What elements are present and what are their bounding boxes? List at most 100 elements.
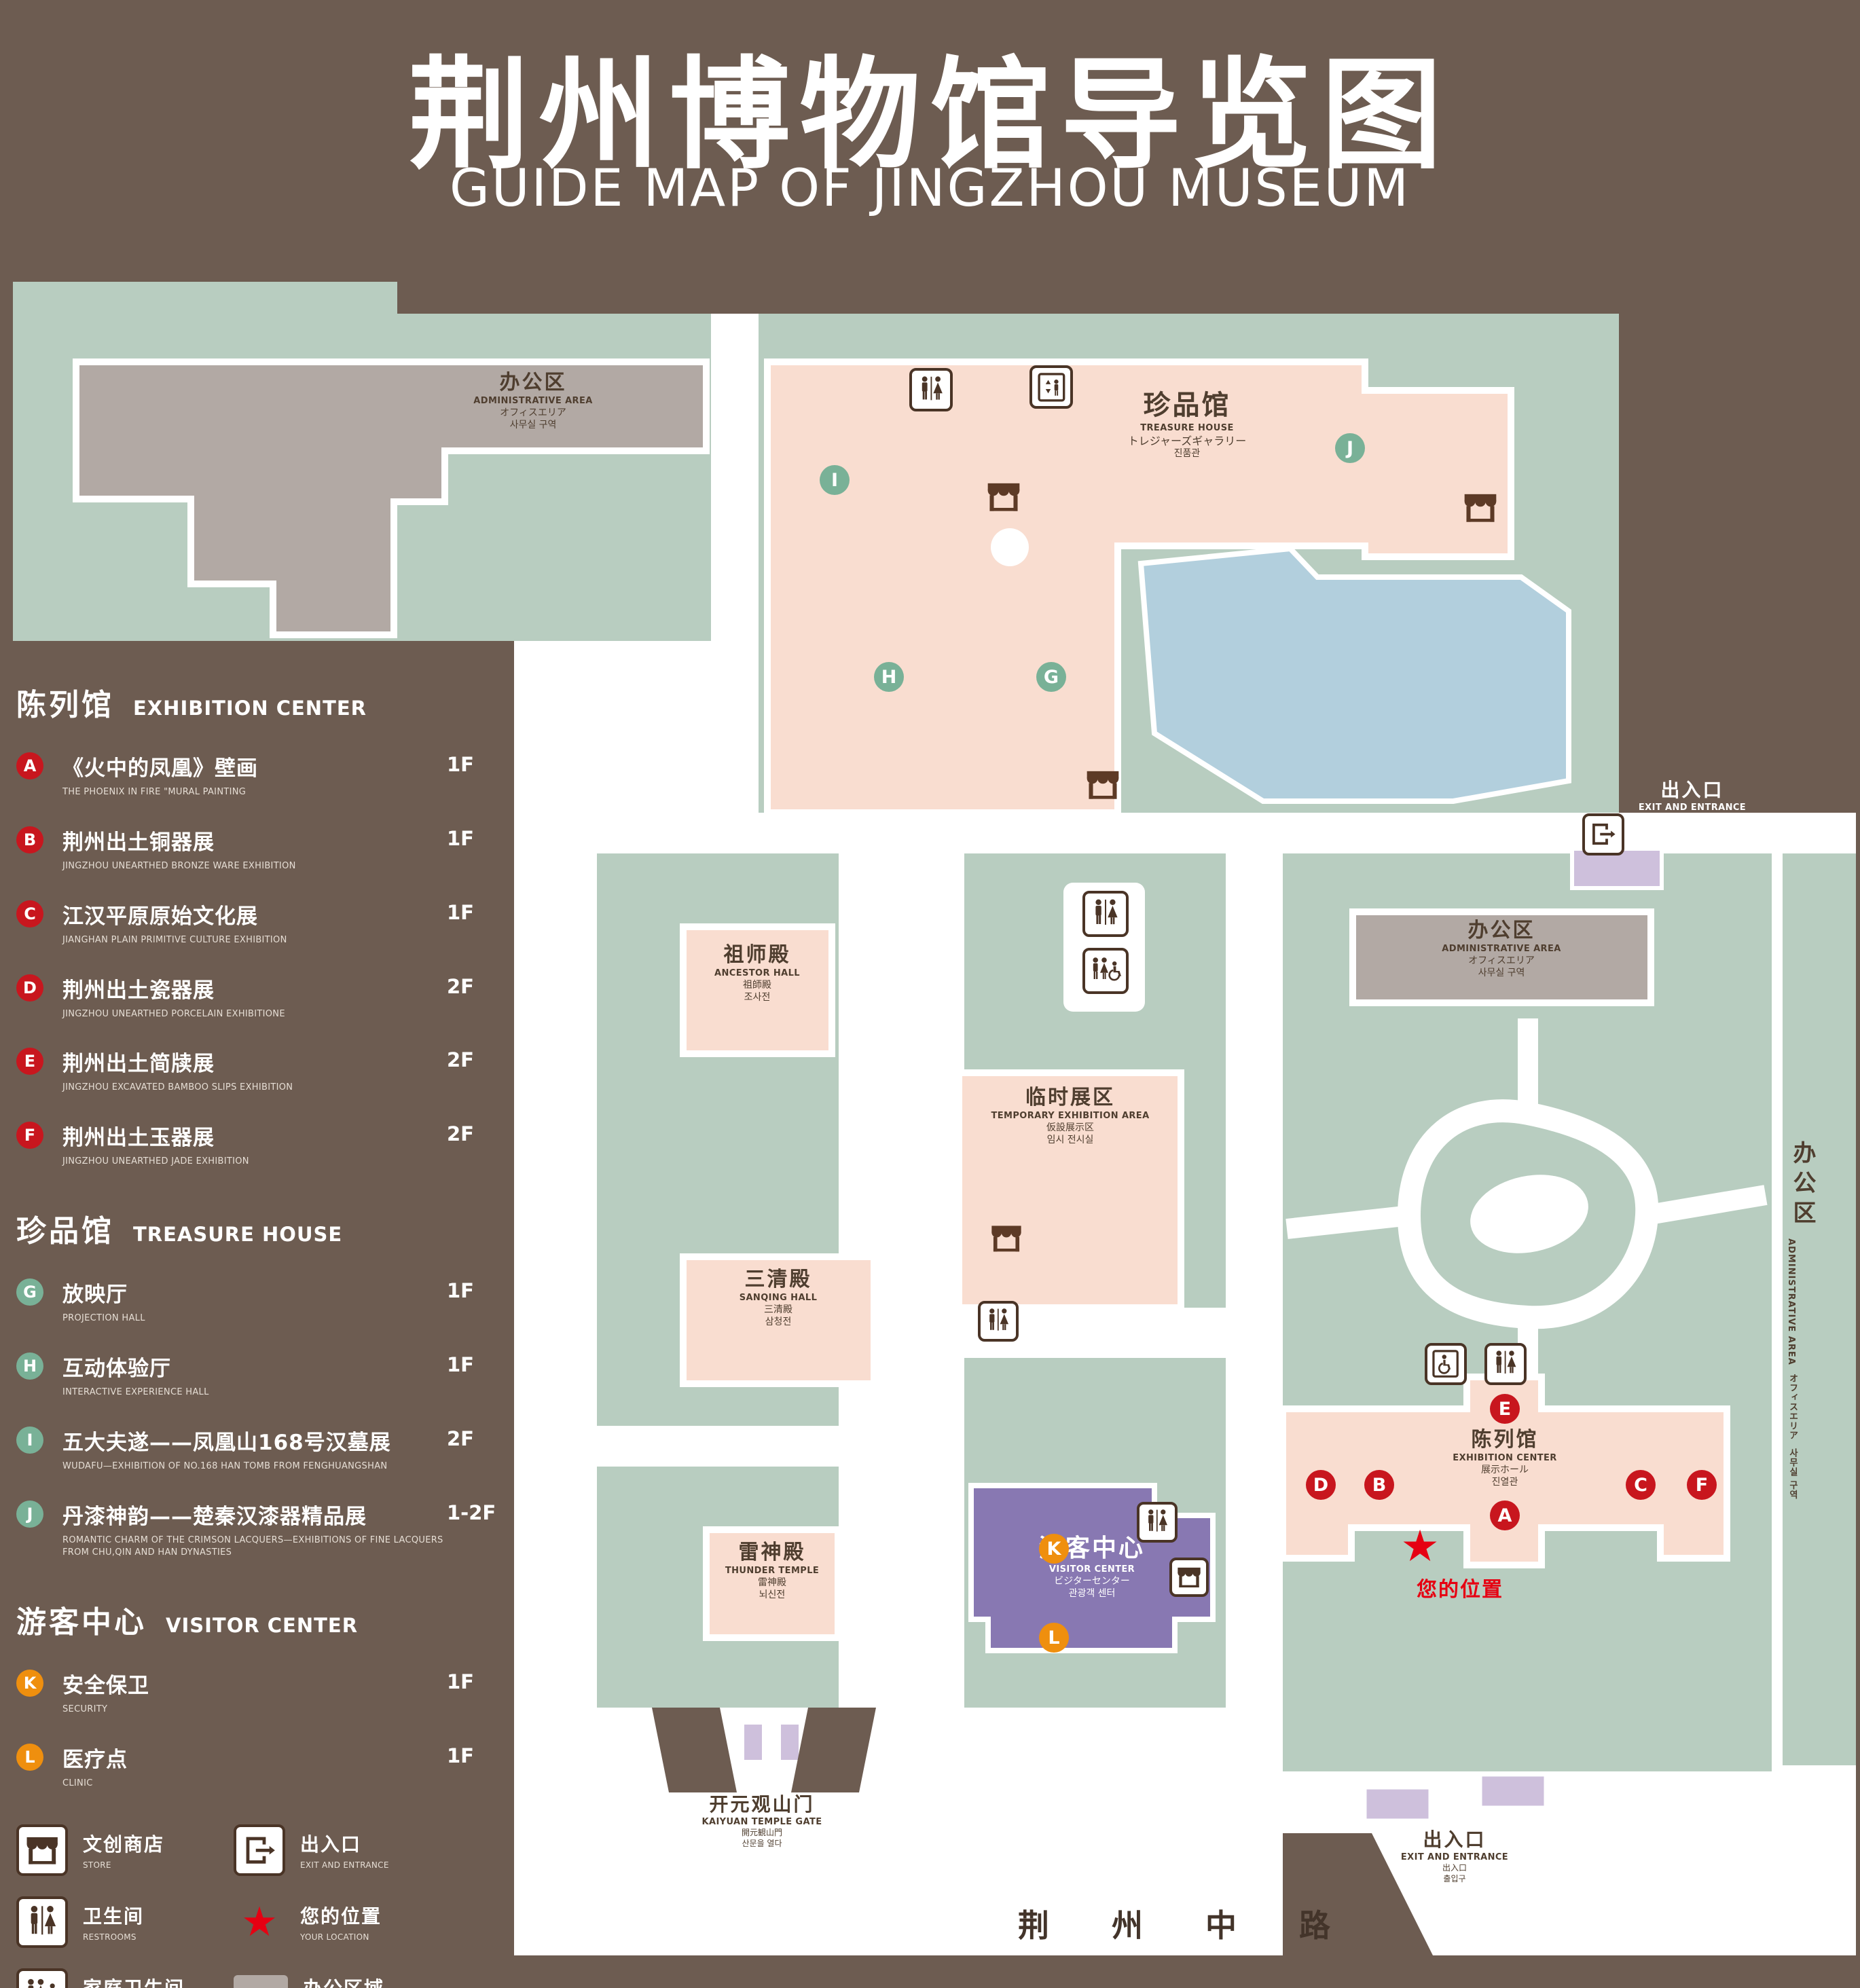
page-title: 荆州博物馆导览图 bbox=[408, 45, 1452, 185]
accessible-elevator-icon bbox=[1425, 1343, 1467, 1385]
marker-badge-h: H bbox=[16, 1352, 43, 1380]
family-restroom-icon bbox=[1082, 948, 1129, 994]
marker-f: F bbox=[1687, 1470, 1717, 1500]
marker-badge-b: B bbox=[16, 826, 43, 853]
marker-d: D bbox=[1306, 1470, 1336, 1500]
marker-badge-l: L bbox=[16, 1744, 43, 1771]
garden-path-east bbox=[1643, 1185, 1768, 1226]
restroom-icon bbox=[909, 368, 953, 411]
label-treasure-house: 珍品馆 TREASURE HOUSE トレジャーズギャラリー 진품관 bbox=[1127, 390, 1247, 460]
path-cross-west bbox=[514, 1426, 964, 1467]
gate-pillar-right bbox=[781, 1725, 799, 1760]
label-admin-strip: 办公区 ADMINISTRATIVE AREA オフィスエリア 사무실 구역 bbox=[1786, 1141, 1816, 1500]
marker-badge-k: K bbox=[16, 1670, 43, 1697]
treasure-courtyard-circle bbox=[991, 528, 1029, 566]
section-header-exhibition: 陈列馆 EXHIBITION CENTER bbox=[16, 688, 367, 722]
family-restroom-icon bbox=[16, 1968, 68, 1988]
store-icon bbox=[989, 1222, 1024, 1252]
label-admin-northwest: 办公区 ADMINISTRATIVE AREA オフィスエリア 사무실 구역 bbox=[473, 371, 593, 430]
store-icon bbox=[1461, 490, 1499, 523]
thunder-temple-building bbox=[703, 1526, 841, 1641]
south-wedge bbox=[1283, 1833, 1433, 1955]
entrance-south-left bbox=[1363, 1786, 1432, 1822]
restroom-icon bbox=[1082, 891, 1129, 937]
elevator-icon bbox=[1029, 365, 1073, 409]
garden-path-west bbox=[1285, 1205, 1412, 1239]
restroom-icon bbox=[16, 1896, 68, 1948]
gate-wall-right bbox=[791, 1708, 876, 1792]
exit-icon bbox=[1582, 813, 1624, 855]
restroom-icon bbox=[1484, 1343, 1527, 1385]
marker-i: I bbox=[820, 465, 850, 495]
exit-icon bbox=[234, 1824, 285, 1876]
marker-j: J bbox=[1335, 433, 1365, 463]
store-icon bbox=[1169, 1558, 1209, 1597]
marker-badge-g: G bbox=[16, 1278, 43, 1306]
store-icon bbox=[985, 479, 1023, 512]
marker-badge-d: D bbox=[16, 974, 43, 1001]
marker-e: E bbox=[1490, 1394, 1520, 1424]
entrance-south-right bbox=[1478, 1773, 1548, 1809]
section-header-visitor: 游客中心 VISITOR CENTER bbox=[16, 1605, 359, 1640]
label-thunder-temple: 雷神殿 THUNDER TEMPLE 雷神殿 뇌신전 bbox=[725, 1541, 820, 1600]
path-gap-top bbox=[711, 314, 759, 813]
label-kaiyuan-gate: 开元观山门 KAIYUAN TEMPLE GATE 開元観山門 산문을 열다 bbox=[701, 1793, 822, 1848]
marker-badge-f: F bbox=[16, 1122, 43, 1149]
label-admin-east: 办公区 ADMINISTRATIVE AREA オフィスエリア 사무실 구역 bbox=[1442, 919, 1561, 978]
label-exit-northeast: 出入口 EXIT AND ENTRANCE 出入口 출입구 bbox=[1638, 779, 1747, 834]
location-star-icon: ★ bbox=[241, 1898, 278, 1946]
store-icon bbox=[1084, 767, 1122, 800]
marker-badge-e: E bbox=[16, 1048, 43, 1075]
green-area-east-strip bbox=[1783, 853, 1856, 1765]
marker-badge-j: J bbox=[16, 1500, 43, 1528]
ancestor-hall-building bbox=[680, 923, 835, 1057]
marker-b: B bbox=[1364, 1470, 1394, 1500]
key-office-area: 办公区域OFFICE AREA bbox=[234, 1968, 504, 1988]
gate-wall-left bbox=[652, 1708, 737, 1792]
marker-l: L bbox=[1039, 1623, 1069, 1653]
restroom-icon bbox=[978, 1301, 1019, 1342]
marker-c: C bbox=[1626, 1470, 1656, 1500]
temporary-exhibition-building bbox=[955, 1069, 1184, 1311]
key-family-restroom: 家庭卫生间FAMILY RESTROOMS bbox=[16, 1968, 234, 1988]
page-subtitle: GUIDE MAP OF JINGZHOU MUSEUM bbox=[450, 158, 1410, 218]
section-header-treasure: 珍品馆 TREASURE HOUSE bbox=[16, 1214, 343, 1249]
restroom-icon bbox=[1137, 1502, 1178, 1543]
store-icon bbox=[16, 1824, 68, 1876]
marker-badge-a: A bbox=[16, 752, 43, 779]
marker-g: G bbox=[1036, 662, 1066, 692]
marker-h: H bbox=[874, 662, 904, 692]
garden-pond bbox=[1470, 1175, 1588, 1253]
marker-badge-i: I bbox=[16, 1426, 43, 1454]
treasure-house-building bbox=[764, 358, 1514, 816]
gate-pillar-left bbox=[744, 1725, 762, 1760]
label-temporary-exhibition: 临时展区 TEMPORARY EXHIBITION AREA 仮設展示区 임시 … bbox=[991, 1086, 1150, 1145]
label-road: 荆 州 中 路 bbox=[1017, 1907, 1357, 1944]
your-location-label: 您的位置 bbox=[1417, 1578, 1503, 1602]
label-exit-south: 出入口 EXIT AND ENTRANCE 出入口 출입구 bbox=[1400, 1828, 1509, 1883]
admin-building-east bbox=[1349, 908, 1654, 1006]
admin-building-northwest bbox=[73, 358, 710, 638]
office-area-swatch bbox=[234, 1974, 288, 1988]
sanqing-hall-building bbox=[680, 1253, 877, 1387]
label-sanqing-hall: 三清殿 SANQING HALL 三清殿 삼청전 bbox=[739, 1268, 818, 1327]
your-location-star: ★ bbox=[1400, 1522, 1440, 1572]
label-exhibition-center: 陈列馆 EXHIBITION CENTER 展示ホール 진열관 bbox=[1453, 1428, 1557, 1488]
